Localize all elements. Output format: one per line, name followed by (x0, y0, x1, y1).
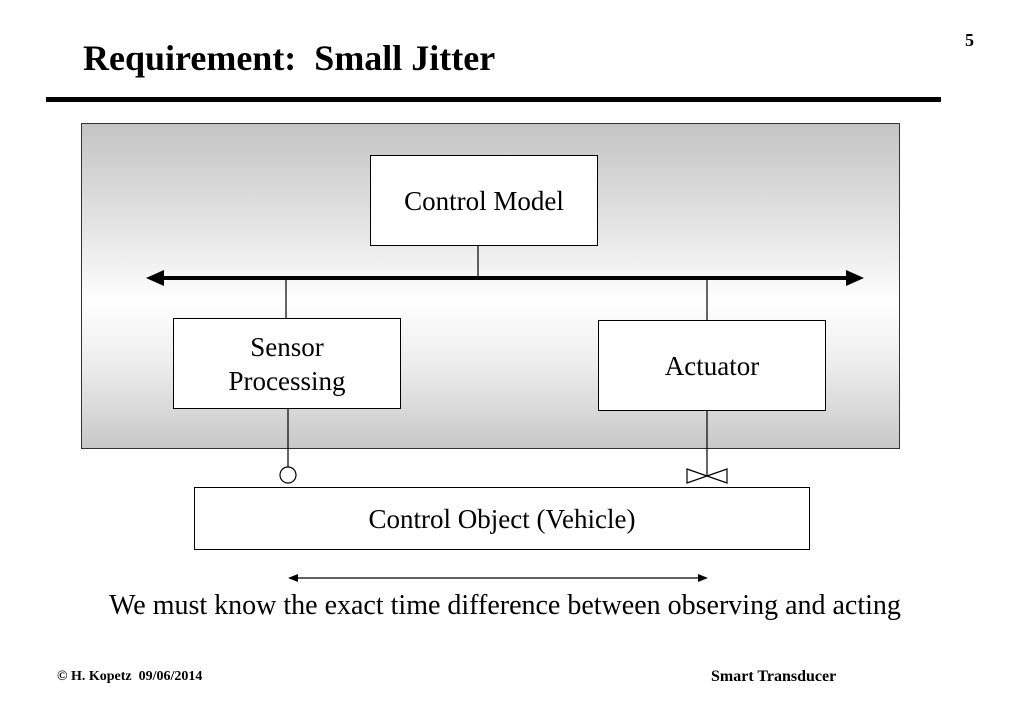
sensor-label-line2: Processing (228, 365, 346, 396)
actuator-label: Actuator (664, 350, 760, 381)
time-arrow-right (698, 574, 708, 582)
control-model-box: Control Model (370, 155, 598, 246)
control-object-label: Control Object (Vehicle) (368, 503, 636, 534)
actuator-box: Actuator (598, 320, 826, 411)
sensor-label-line1: Sensor (250, 331, 324, 362)
page-number: 5 (965, 30, 974, 50)
control-object-box: Control Object (Vehicle) (194, 487, 810, 550)
control-model-label: Control Model (404, 185, 564, 216)
footer-topic: Smart Transducer (711, 668, 837, 685)
caption-text: We must know the exact time difference b… (109, 590, 901, 621)
title-rule (46, 97, 941, 102)
footer-copyright: © H. Kopetz 09/06/2014 (57, 669, 203, 684)
sensor-probe-circle (279, 466, 297, 484)
sensor-processing-box: Sensor Processing (173, 318, 401, 409)
actuator-valve-symbol (686, 468, 728, 484)
time-arrow-left (288, 574, 298, 582)
slide-title: Requirement: Small Jitter (83, 38, 496, 78)
